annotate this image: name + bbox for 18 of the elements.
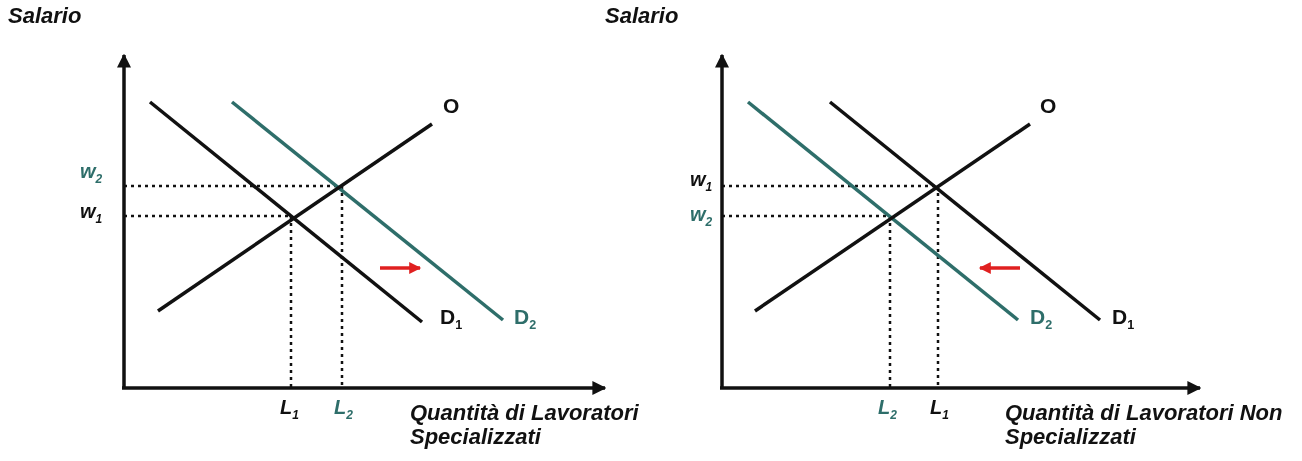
axis-value: w$_{1}$	[690, 168, 713, 195]
curve-label: O	[443, 94, 460, 118]
axis-title: Quantità di Lavoratori Specializzati	[410, 401, 640, 450]
curve-label: O	[1040, 94, 1057, 118]
axis-value: w$_{2}$	[80, 160, 103, 187]
axis-value: w$_{1}$	[80, 200, 103, 227]
axis-title: Quantità di Lavoratori Non Specializzati	[1005, 401, 1284, 450]
axis-value: L$_{1}$	[930, 396, 949, 423]
axis-value: L$_{2}$	[334, 396, 353, 423]
axis-value: w$_{2}$	[690, 203, 713, 230]
curve-label: D$_{1}$	[1112, 305, 1135, 334]
curve-label: D$_{2}$	[1030, 305, 1053, 334]
axis-value: L$_{2}$	[878, 396, 897, 423]
axis-title: Salario	[8, 4, 82, 29]
axis-value: L$_{1}$	[280, 396, 299, 423]
axis-title: Salario	[605, 4, 679, 29]
curve-label: D$_{1}$	[440, 305, 463, 334]
curve-label: D$_{2}$	[514, 305, 537, 334]
